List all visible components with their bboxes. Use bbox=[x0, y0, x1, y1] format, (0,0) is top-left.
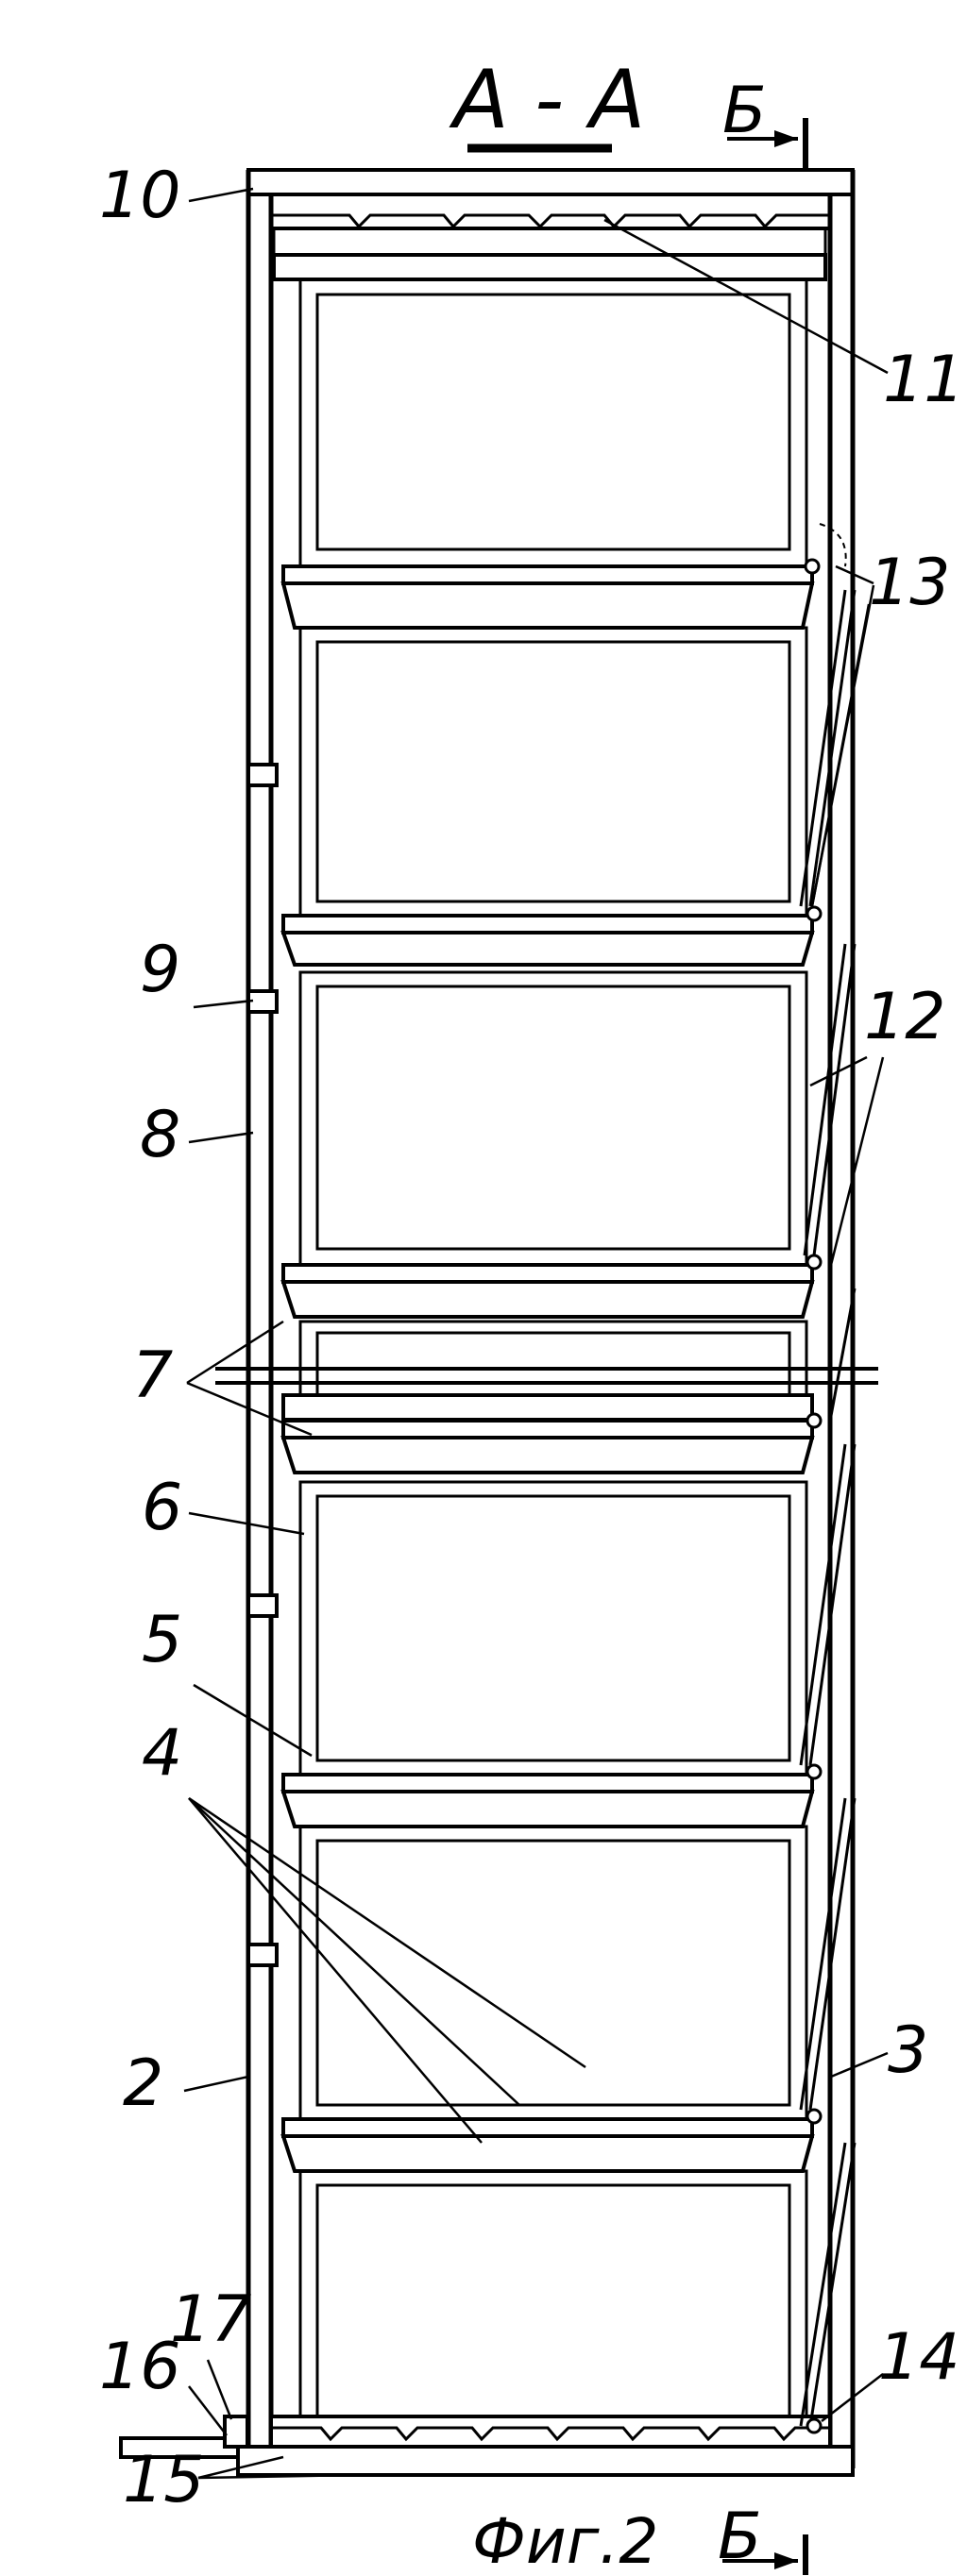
label-3: 3 bbox=[888, 2013, 928, 2088]
label-17: 17 bbox=[170, 2282, 252, 2357]
bracket bbox=[246, 1593, 279, 1618]
label-15: 15 bbox=[123, 2443, 205, 2517]
label-9: 9 bbox=[140, 933, 180, 1007]
top-rail-lower bbox=[272, 227, 827, 257]
figure-caption: Фиг.2 bbox=[472, 2505, 658, 2576]
swing-arc bbox=[819, 523, 847, 567]
top-cover bbox=[246, 168, 855, 196]
hinge bbox=[804, 558, 821, 575]
label-13: 13 bbox=[869, 546, 951, 620]
section-arrowhead-top bbox=[774, 130, 798, 147]
hinge bbox=[806, 1412, 823, 1429]
hinge bbox=[806, 1254, 823, 1271]
label-12: 12 bbox=[864, 980, 946, 1054]
leaders bbox=[183, 187, 889, 2480]
label-7: 7 bbox=[132, 1339, 173, 1413]
label-4: 4 bbox=[142, 1716, 182, 1791]
rods-and-hinges bbox=[799, 523, 857, 2434]
hinge bbox=[806, 905, 823, 922]
hinge bbox=[806, 2417, 823, 2434]
label-11: 11 bbox=[883, 343, 965, 417]
section-arrowhead-bottom bbox=[774, 2552, 798, 2569]
bracket bbox=[246, 1943, 279, 1967]
bottom-plate-serration bbox=[271, 2426, 830, 2442]
section-title: А - А bbox=[449, 53, 645, 147]
hinge bbox=[806, 2108, 823, 2125]
label-5: 5 bbox=[142, 1603, 182, 1677]
label-14: 14 bbox=[878, 2320, 960, 2395]
top-plate-serration bbox=[271, 213, 830, 229]
label-2: 2 bbox=[123, 2046, 163, 2121]
base-plate bbox=[236, 2445, 855, 2477]
left-brackets bbox=[246, 763, 279, 1967]
label-10: 10 bbox=[99, 159, 181, 233]
label-8: 8 bbox=[140, 1098, 180, 1172]
base-block bbox=[223, 2415, 249, 2449]
label-6: 6 bbox=[142, 1471, 182, 1545]
label-16: 16 bbox=[99, 2330, 181, 2404]
section-mark-bottom: Б bbox=[718, 2500, 762, 2574]
top-rail bbox=[272, 253, 827, 281]
hinge bbox=[806, 1763, 823, 1780]
break-line bbox=[215, 1367, 878, 1385]
section-mark-top: Б bbox=[722, 74, 767, 148]
bracket bbox=[246, 763, 279, 787]
trays bbox=[280, 564, 815, 2173]
